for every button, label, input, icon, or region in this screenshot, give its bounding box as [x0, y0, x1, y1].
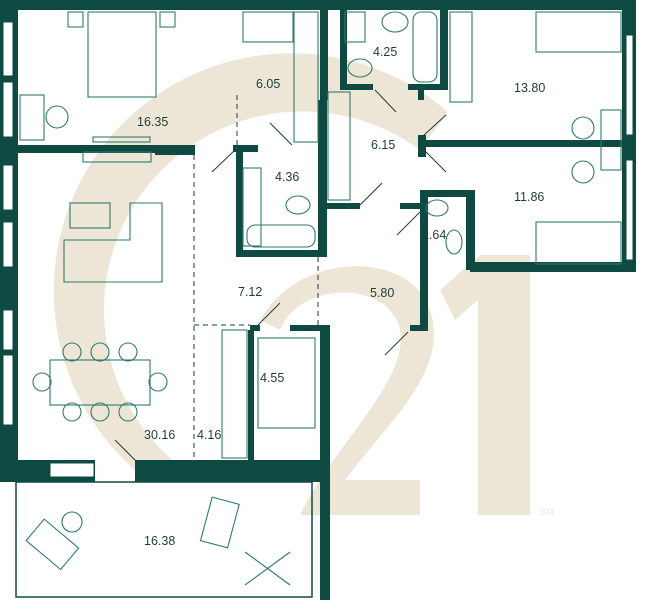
room-area-label: 6.15 — [371, 138, 395, 152]
lounger-2 — [199, 496, 240, 549]
lounger-1 — [25, 518, 80, 571]
doors — [114, 89, 447, 463]
room-area-label: 4.16 — [197, 428, 221, 442]
single-bed-1 — [535, 11, 622, 53]
sink — [381, 11, 409, 33]
room-area-label: 4.55 — [260, 371, 284, 385]
plant — [244, 551, 291, 586]
room-area-label: 11.86 — [514, 190, 544, 204]
watermark-mark: SM — [540, 507, 554, 517]
room-area-label: 6.05 — [256, 77, 280, 91]
wardrobe-455 — [257, 337, 316, 429]
double-sink — [242, 167, 262, 247]
wardrobe-615 — [327, 91, 351, 201]
bathtub-2 — [246, 224, 316, 248]
desk — [19, 94, 45, 141]
room-area-label: 16.35 — [137, 115, 168, 129]
room-area-label: 4.36 — [275, 170, 299, 184]
sofa — [63, 202, 163, 283]
washing-machine — [344, 11, 366, 43]
room-area-label: 16.38 — [144, 534, 175, 548]
balcony-table — [61, 511, 83, 533]
room-area-label: 1.64 — [422, 228, 446, 242]
coffee-table — [69, 202, 111, 229]
toilet — [347, 58, 373, 78]
kitchen-counter — [221, 329, 248, 459]
watermark-logo: SM — [53, 53, 554, 517]
room-area-label: 5.80 — [370, 286, 394, 300]
double-bed — [87, 11, 157, 98]
furniture — [19, 11, 622, 586]
bathtub — [412, 11, 438, 83]
tv — [82, 151, 152, 163]
dining-table — [49, 359, 151, 406]
room-area-label: 30.16 — [144, 428, 175, 442]
sink-2 — [425, 199, 449, 217]
toilet-3 — [445, 229, 463, 255]
wardrobe-605a — [242, 11, 294, 43]
desk-2 — [600, 109, 622, 171]
room-area-label: 4.25 — [373, 45, 397, 59]
room-area-label: 7.12 — [238, 285, 262, 299]
room-labels: 16.35 6.05 4.25 13.80 6.15 4.36 11.86 1.… — [137, 45, 545, 548]
room-area-label: 13.80 — [514, 81, 545, 95]
wardrobe-1380 — [449, 11, 473, 103]
wardrobe-605b — [293, 11, 319, 143]
single-bed-2 — [535, 221, 622, 265]
toilet-2 — [285, 195, 311, 215]
windows — [2, 21, 634, 478]
